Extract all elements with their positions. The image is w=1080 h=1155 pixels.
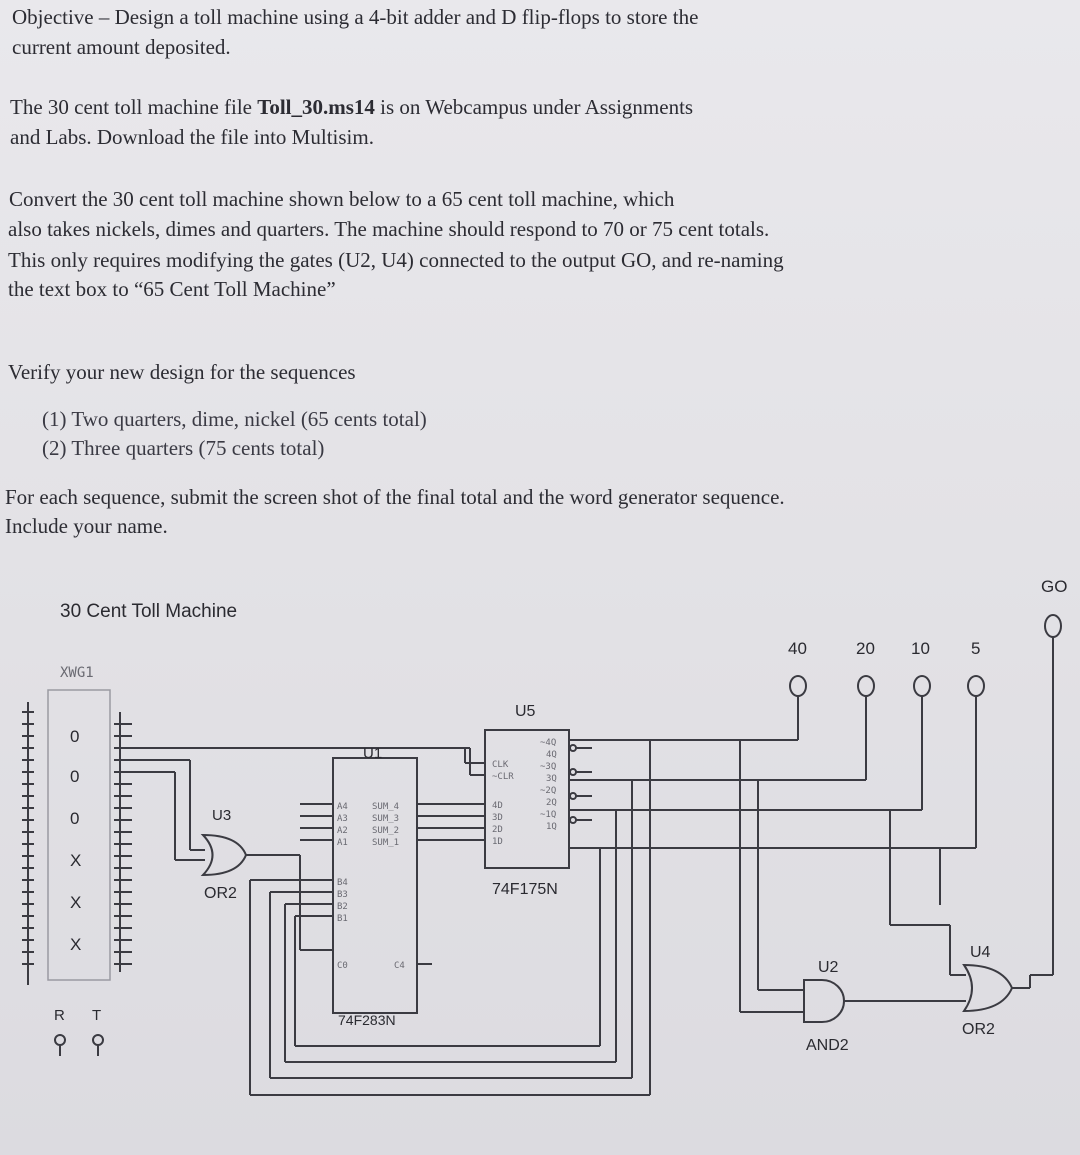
u1-sum1: SUM_1: [372, 838, 399, 848]
go-label: GO: [1041, 577, 1067, 596]
u1-c4: C4: [394, 961, 405, 971]
u1-adder-box: [332, 757, 418, 1014]
u2-label: U2: [818, 959, 839, 976]
word-generator-r-terminal: [54, 1034, 66, 1046]
u5-n2q: ~2Q: [540, 786, 556, 796]
u1-a4: A4: [337, 802, 348, 812]
u5-label: U5: [515, 703, 536, 720]
u2-type: AND2: [806, 1037, 849, 1054]
wg-r-label: R: [54, 1007, 65, 1024]
probe-20-label: 20: [856, 639, 875, 658]
u5-4q: 4Q: [546, 750, 557, 760]
submit-line-2: Include your name.: [5, 514, 168, 538]
u5-n1q: ~1Q: [540, 810, 556, 820]
word-generator-t-terminal: [92, 1034, 104, 1046]
u1-label: U1: [363, 745, 382, 762]
circuit-title: 30 Cent Toll Machine: [60, 601, 237, 622]
probe-40-label: 40: [788, 639, 807, 658]
submit-line-1: For each sequence, submit the screen sho…: [5, 485, 785, 509]
u1-part: 74F283N: [338, 1012, 396, 1028]
verify-intro: Verify your new design for the sequences: [8, 360, 356, 384]
u1-a3: A3: [337, 814, 348, 824]
u1-b1: B1: [337, 914, 348, 924]
u1-sum4: SUM_4: [372, 802, 399, 812]
u2-and-gate: [803, 979, 845, 1023]
u3-label: U3: [212, 807, 231, 824]
u1-a1: A1: [337, 838, 348, 848]
file-info-line-2: and Labs. Download the file into Multisi…: [10, 125, 374, 149]
u5-clk: CLK: [492, 760, 509, 770]
file-info-pre: The 30 cent toll machine file: [10, 95, 258, 119]
sequence-2: (2) Three quarters (75 cents total): [42, 436, 325, 460]
word-generator-label: XWG1: [60, 665, 94, 681]
go-probe: [1044, 614, 1062, 638]
u5-n3q: ~3Q: [540, 762, 556, 772]
u5-1q: 1Q: [546, 822, 557, 832]
probe-5-label: 5: [971, 639, 980, 658]
u1-c0: C0: [337, 961, 348, 971]
u3-or-gate: [200, 833, 248, 877]
file-name: Toll_30.ms14: [257, 95, 375, 119]
u5-1d: 1D: [492, 837, 503, 847]
wg-value-5: X: [70, 893, 81, 912]
probe-10: [913, 675, 931, 697]
u3-type: OR2: [204, 885, 237, 902]
word-generator-box: [47, 689, 111, 981]
u1-b3: B3: [337, 890, 348, 900]
word-generator-left-pins: [22, 702, 34, 985]
u5-clr: ~CLR: [492, 772, 514, 782]
probe-40: [789, 675, 807, 697]
wg-value-3: 0: [70, 809, 79, 828]
u5-n4q: ~4Q: [540, 738, 556, 748]
wg-value-2: 0: [70, 767, 79, 786]
file-info-post: is on Webcampus under Assignments: [374, 95, 694, 119]
u5-part: 74F175N: [492, 881, 558, 898]
convert-line-4: the text box to “65 Cent Toll Machine”: [8, 277, 336, 301]
u5-2d: 2D: [492, 825, 503, 835]
u5-3q: 3Q: [546, 774, 557, 784]
objective-line-2: current amount deposited.: [12, 35, 231, 59]
u5-flipflop-box: [484, 729, 570, 869]
word-generator-right-pins: [114, 712, 132, 972]
objective-line-1: Objective – Design a toll machine using …: [12, 5, 699, 29]
u1-sum2: SUM_2: [372, 826, 399, 836]
wg-value-1: 0: [70, 727, 79, 746]
u4-or-gate: [962, 963, 1014, 1013]
probe-5: [967, 675, 985, 697]
convert-line-3: This only requires modifying the gates (…: [8, 248, 784, 272]
convert-line-2: also takes nickels, dimes and quarters. …: [8, 217, 770, 241]
u4-type: OR2: [962, 1021, 995, 1038]
probe-10-label: 10: [911, 639, 930, 658]
probe-20: [857, 675, 875, 697]
wg-t-label: T: [92, 1007, 101, 1024]
wg-value-4: X: [70, 851, 81, 870]
u1-b4: B4: [337, 878, 348, 888]
u1-b2: B2: [337, 902, 348, 912]
sequence-1: (1) Two quarters, dime, nickel (65 cents…: [42, 407, 427, 431]
u5-4d: 4D: [492, 801, 503, 811]
file-info-line-1: The 30 cent toll machine file Toll_30.ms…: [10, 92, 693, 123]
u1-sum3: SUM_3: [372, 814, 399, 824]
wg-value-6: X: [70, 935, 81, 954]
u4-label: U4: [970, 944, 991, 961]
u1-a2: A2: [337, 826, 348, 836]
u5-3d: 3D: [492, 813, 503, 823]
u5-2q: 2Q: [546, 798, 557, 808]
convert-line-1: Convert the 30 cent toll machine shown b…: [9, 187, 675, 211]
